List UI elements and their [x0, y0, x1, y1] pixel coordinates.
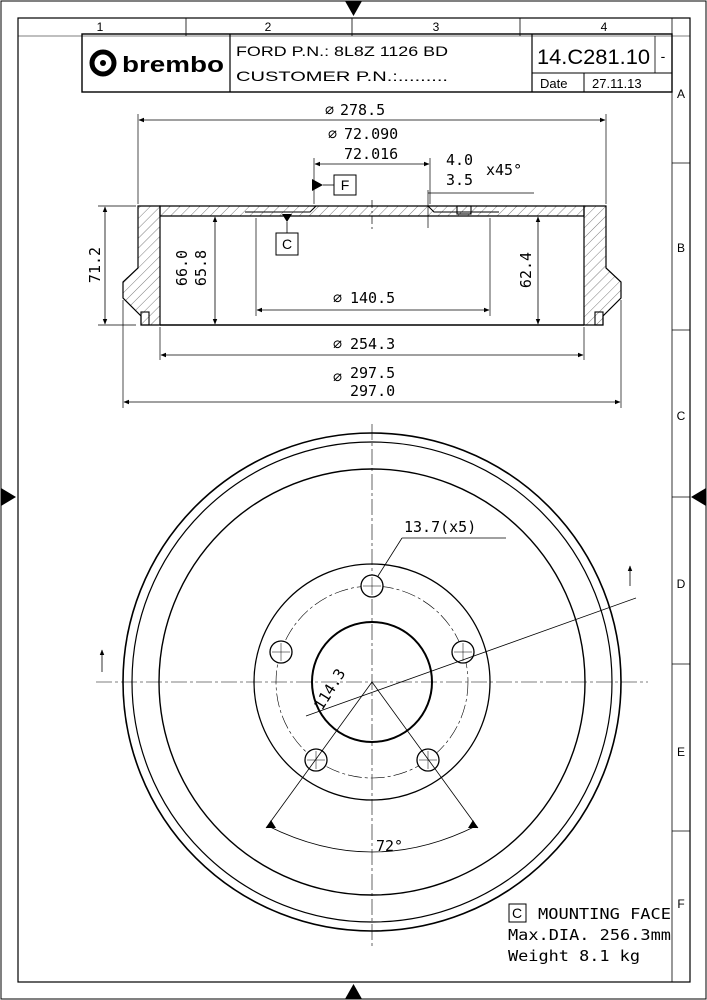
dim-65-8: 65.8	[192, 250, 210, 286]
dim-drum-depth: 66.0 65.8	[173, 216, 218, 325]
dim-overall-diameter: ⌀ 297.5 297.0	[122, 300, 622, 408]
hole-angle-label: 72°	[376, 837, 403, 855]
drum-front-view: 13.7(x5) 114.3 72°	[96, 424, 648, 946]
zone-row-d: D	[677, 577, 686, 591]
dia-symbol-254: ⌀	[333, 335, 342, 353]
dia-symbol-297: ⌀	[333, 368, 342, 386]
dim-66-0: 66.0	[173, 250, 191, 286]
date-label: Date	[540, 76, 567, 91]
dim-total-height: 71.2	[86, 205, 136, 326]
chamfer-callout: 4.0 3.5 x45°	[427, 151, 534, 228]
bolt-circle-label: 114.3	[310, 665, 349, 713]
drum-section-view: ⌀ 278.5 ⌀ 72.090 72.016 4.0 3.5 x45° F	[86, 101, 622, 408]
chamfer-4-0: 4.0	[446, 151, 473, 169]
section-cut-line	[99, 565, 637, 717]
date-value: 27.11.13	[592, 76, 642, 91]
chamfer-angle: x45°	[486, 161, 522, 179]
datum-c: C	[275, 214, 299, 256]
hole-angle-dim	[265, 681, 479, 853]
brembo-logo: brembo	[89, 49, 224, 77]
dim-297-5: 297.5	[350, 364, 395, 382]
zone-labels: 1 2 3 4 A B C D E F	[97, 20, 686, 911]
chamfer-3-5: 3.5	[446, 171, 473, 189]
dim-outer-diameter: ⌀ 278.5	[137, 101, 607, 204]
note-mounting-face: MOUNTING FACE	[538, 905, 671, 923]
notes-block: C MOUNTING FACE Max.DIA. 256.3mm Weight …	[508, 903, 671, 965]
dim-72-090: 72.090	[344, 125, 398, 143]
dia-symbol-140: ⌀	[333, 289, 342, 307]
bolt-circle-dim: 114.3	[310, 665, 349, 713]
outer-ring	[122, 432, 622, 932]
dim-254-3: 254.3	[350, 335, 395, 353]
front-centerlines	[96, 424, 648, 946]
outer-ring-inner-edge	[131, 441, 613, 923]
datum-f: F	[312, 174, 357, 196]
center-bore	[311, 621, 433, 743]
dim-62-4: 62.4	[517, 252, 535, 288]
zone-col-1: 1	[97, 20, 104, 34]
hat-outline	[253, 563, 491, 801]
title-block: brembo FORD P.N.: 8L8Z 1126 BD CUSTOMER …	[81, 33, 673, 93]
section-wall-left	[122, 205, 161, 326]
zone-row-c: C	[677, 409, 686, 423]
dim-inner-depth: 62.4	[517, 216, 541, 325]
datum-f-label: F	[341, 177, 350, 193]
lug-hole-crosshairs	[272, 577, 472, 769]
ford-part-number: FORD P.N.: 8L8Z 1126 BD	[236, 43, 448, 59]
note-weight: Weight 8.1 kg	[508, 947, 640, 965]
zone-col-4: 4	[601, 20, 608, 34]
dim-pilot-diameter: ⌀ 72.090 72.016	[313, 125, 431, 204]
brembo-wordmark: brembo	[122, 52, 224, 77]
customer-part-number: CUSTOMER P.N.:.........	[236, 68, 448, 84]
dia-symbol-278: ⌀	[325, 101, 334, 119]
dim-braking-diameter: ⌀ 254.3	[159, 327, 585, 360]
dia-symbol-72: ⌀	[328, 125, 337, 143]
dim-140-5: 140.5	[350, 289, 395, 307]
section-hat	[140, 200, 604, 326]
zone-ticks	[185, 18, 690, 982]
dim-278-5: 278.5	[340, 101, 385, 119]
datum-c-label: C	[282, 236, 292, 252]
zone-row-a: A	[677, 87, 685, 101]
hole-callout: 13.7(x5)	[377, 518, 506, 577]
bolt-circle	[275, 585, 469, 779]
zone-col-3: 3	[433, 20, 440, 34]
note-max-dia: Max.DIA. 256.3mm	[508, 926, 671, 944]
zone-col-2: 2	[265, 20, 272, 34]
part-number: 14.C281.10	[537, 46, 650, 69]
hole-size-label: 13.7(x5)	[404, 518, 476, 536]
zone-row-f: F	[677, 897, 684, 911]
zone-row-e: E	[677, 745, 685, 759]
dim-71-2: 71.2	[86, 247, 104, 283]
note-datum-c: C	[512, 905, 522, 921]
dim-297-0: 297.0	[350, 382, 395, 400]
section-wall-right	[583, 205, 622, 326]
zone-row-b: B	[677, 241, 685, 255]
dim-72-016: 72.016	[344, 145, 398, 163]
braking-surface-ring	[158, 468, 586, 896]
dim-hat-diameter: ⌀ 140.5	[255, 218, 491, 316]
revision: -	[661, 48, 666, 64]
drum-rings	[122, 432, 622, 932]
